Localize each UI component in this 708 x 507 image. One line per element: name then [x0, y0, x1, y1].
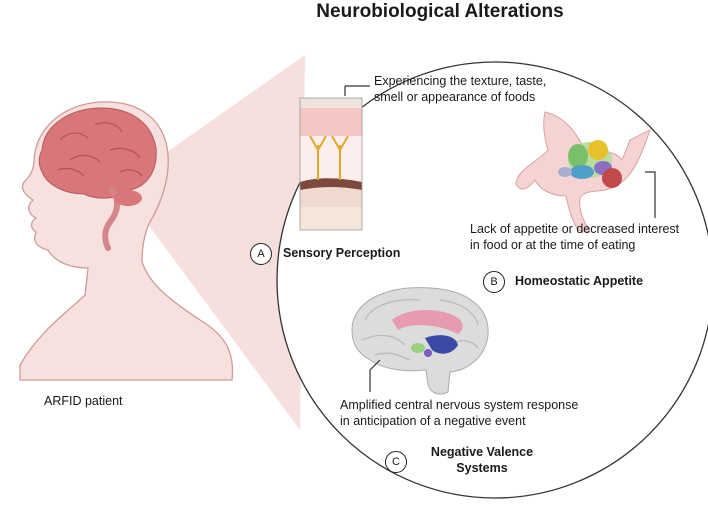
section-b-description-line-1: Lack of appetite or decreased interest	[470, 222, 680, 236]
magnification-cone	[130, 55, 305, 430]
patient-label: ARFID patient	[44, 394, 123, 408]
skin-cross-section	[299, 97, 363, 231]
section-b-description-line-2: in food or at the time of eating	[470, 237, 636, 252]
section-a-label: Sensory Perception	[283, 246, 401, 260]
section-b-label: Homeostatic Appetite	[515, 274, 644, 288]
badge-c: C	[385, 451, 407, 473]
section-b-description: Lack of appetite or decreased interest i…	[470, 222, 679, 253]
section-a-description: Experiencing the texture, taste, smell o…	[374, 74, 546, 105]
badge-b: B	[483, 271, 505, 293]
section-a-description-line-1: Experiencing the texture, taste,	[374, 74, 547, 88]
figure-title: Neurobiological Alterations	[316, 1, 564, 22]
brain-sagittal-illustration	[351, 287, 489, 395]
connector-c	[369, 359, 381, 392]
section-c-description-line-2: in anticipation of a negative event	[340, 413, 526, 428]
connector-b	[645, 171, 656, 218]
section-c-description-line-1: Amplified central nervous system respons…	[340, 398, 579, 412]
section-c-label: Negative Valence Systems	[422, 445, 542, 476]
section-c-label-line-1: Negative Valence	[430, 445, 534, 459]
patient-silhouette	[19, 101, 234, 381]
section-c-description: Amplified central nervous system respons…	[340, 398, 578, 429]
hypothalamus-illustration	[515, 111, 651, 233]
patient-brain	[38, 107, 157, 199]
section-c-label-line-2: Systems	[456, 460, 508, 475]
section-a-description-line-2: smell or appearance of foods	[374, 89, 536, 104]
badge-a: A	[250, 243, 272, 265]
